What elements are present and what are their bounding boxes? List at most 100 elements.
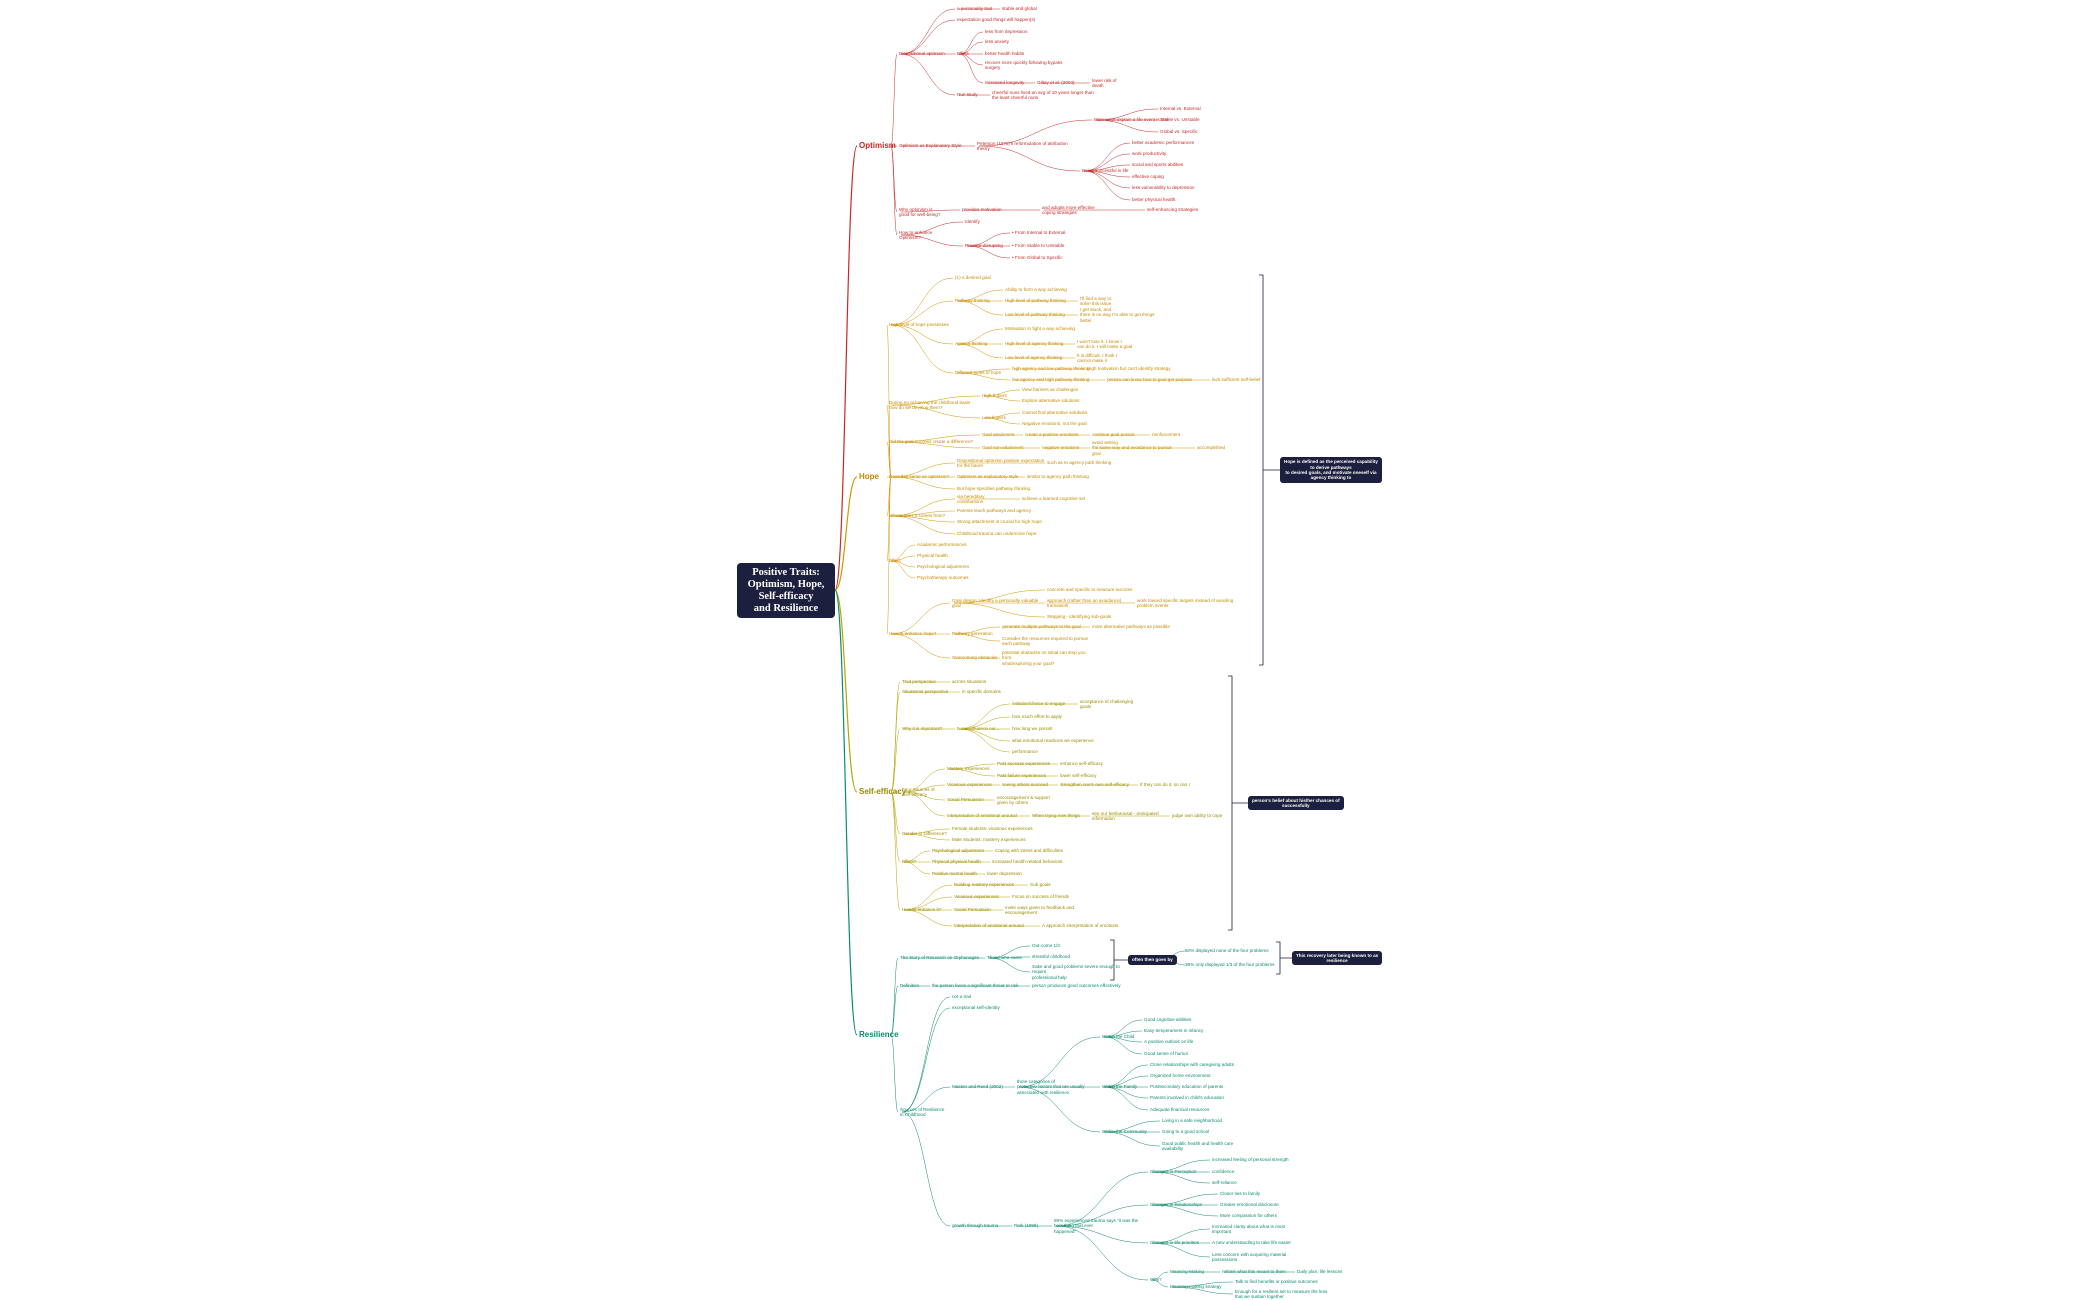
topic-node[interactable]: what emotional reactions we experience <box>1012 738 1094 744</box>
topic-node[interactable]: confidence <box>1212 1169 1235 1175</box>
topic-node[interactable]: When trying new things <box>1032 813 1080 819</box>
topic-node[interactable]: • From Stable to Unstable <box>1012 243 1065 249</box>
topic-node[interactable]: Those who came <box>987 955 1022 961</box>
topic-node[interactable]: • From Internal to External <box>1012 230 1066 236</box>
topic-node[interactable]: Practice disrupting <box>965 243 1003 249</box>
topic-node[interactable]: not a trait <box>952 994 972 1000</box>
topic-node[interactable]: approach (rather than an avoidance) fram… <box>1047 597 1122 608</box>
topic-node[interactable]: A new understanding to take life easier <box>1212 1240 1291 1246</box>
topic-node[interactable]: lower risk of death <box>1092 77 1117 88</box>
topic-node[interactable]: stable and global <box>1002 6 1037 12</box>
topic-node[interactable]: across situations <box>952 679 987 685</box>
topic-node[interactable]: Parents teach pathways and agency <box>957 508 1032 514</box>
topic-node[interactable]: (1) A desired goal <box>955 275 991 281</box>
topic-node[interactable]: rethink what this meant to them <box>1222 1269 1286 1275</box>
summary-note[interactable]: Hope is defined as the perceived capabil… <box>1280 457 1382 483</box>
topic-node[interactable]: recover more quickly following bypass su… <box>985 59 1063 70</box>
topic-node[interactable]: more alternative pathways as possible <box>1092 624 1170 630</box>
topic-node[interactable]: Low level of agency thinking <box>1005 355 1063 361</box>
topic-node[interactable]: Within the Community <box>1102 1129 1147 1135</box>
topic-node[interactable]: I'll find a way to solve this issue <box>1080 295 1112 306</box>
topic-node[interactable]: Interpretation of emotional arousal <box>947 813 1017 819</box>
topic-node[interactable]: Situational perspective <box>902 689 949 695</box>
topic-node[interactable]: Increased clarity about what is most imp… <box>1212 1223 1286 1234</box>
topic-node[interactable]: Where does it comes from? <box>889 513 946 519</box>
topic-node[interactable]: work productivity <box>1132 151 1167 157</box>
topic-node[interactable]: Park (1998) <box>1014 1223 1039 1229</box>
branch-opt[interactable]: Optimism <box>859 141 896 150</box>
topic-node[interactable]: But hope specifies pathway thinking <box>957 486 1031 492</box>
topic-node[interactable]: Stepping - identifying sub-goals <box>1047 614 1112 620</box>
topic-node[interactable]: Physical health <box>917 553 948 559</box>
topic-node[interactable]: less from depression <box>985 29 1028 35</box>
topic-node[interactable]: Changes in Perception <box>1150 1169 1197 1175</box>
topic-node[interactable]: I get stuck, and there is no way I'm abl… <box>1080 306 1155 323</box>
topic-node[interactable]: Changes in life priorities <box>1150 1240 1200 1246</box>
topic-node[interactable]: expectation good things will happen(s) <box>957 17 1036 23</box>
topic-node[interactable]: reinforcement <box>1152 432 1181 438</box>
topic-node[interactable]: Parents involved in child's education <box>1150 1095 1224 1101</box>
topic-node[interactable]: Definition <box>900 983 920 989</box>
topic-node[interactable]: cheerful nuns lived an avg of 10 years l… <box>992 89 1094 100</box>
topic-node[interactable]: Why optimism is good for well-being? <box>899 206 941 217</box>
topic-node[interactable]: The Story of Research on Orphanages <box>900 955 979 961</box>
topic-node[interactable]: lower depression <box>987 871 1022 877</box>
branch-hope[interactable]: Hope <box>859 472 879 481</box>
topic-node[interactable]: Past failure experiences <box>997 773 1047 779</box>
topic-node[interactable]: Motivation to fight a way achieving <box>1005 326 1075 332</box>
topic-node[interactable]: increased feeling of personal strength <box>1212 1157 1289 1163</box>
topic-node[interactable]: see our feel/arousal - anticipated infor… <box>1092 810 1159 821</box>
topic-node[interactable]: Closer ties to family <box>1220 1191 1261 1197</box>
topic-node[interactable]: increased health-related behaviors <box>992 859 1063 865</box>
topic-node[interactable]: provides motivation <box>962 207 1002 213</box>
topic-node[interactable]: initiation/choice to engage <box>1012 701 1066 707</box>
topic-node[interactable]: Psychotherapy outcomes <box>917 575 969 581</box>
topic-node[interactable]: Easy temperament in infancy <box>1144 1028 1204 1034</box>
topic-node[interactable]: Cannot find alternative solutions <box>1022 410 1088 416</box>
topic-node[interactable]: Optimism as Explanatory Style <box>899 143 962 149</box>
topic-node[interactable]: Meaning-Making <box>1170 1269 1204 1275</box>
topic-node[interactable]: Goal attainment <box>982 432 1015 438</box>
topic-node[interactable]: Different types of hope <box>955 370 1002 376</box>
topic-node[interactable]: such as to agency path thinking <box>1047 460 1112 466</box>
topic-node[interactable]: Good cognitive abilities <box>1144 1017 1192 1023</box>
topic-node[interactable]: I won't lose it. I know I can do it. I w… <box>1077 338 1133 349</box>
topic-node[interactable]: lower self-efficacy <box>1060 773 1097 779</box>
topic-node[interactable]: Within the Family <box>1102 1084 1138 1090</box>
topic-node[interactable]: seeing others succeed <box>1002 782 1048 788</box>
topic-node[interactable]: Living in a safe neighborhood <box>1162 1118 1223 1124</box>
topic-node[interactable]: low agency and high pathway thinking <box>1012 377 1090 383</box>
topic-node[interactable]: Why it is important? <box>902 726 943 732</box>
topic-node[interactable]: Building mastery experiences <box>954 882 1015 888</box>
topic-node[interactable]: Academic performances <box>917 542 967 548</box>
topic-node[interactable]: avoid setting the same way and avoidance… <box>1092 439 1172 456</box>
topic-node[interactable]: If they can do it, so can I <box>1140 782 1190 788</box>
topic-node[interactable]: Pathway generation <box>952 631 993 637</box>
topic-node[interactable]: Good sense of humor <box>1144 1051 1189 1057</box>
topic-node[interactable]: Psychological adjustment <box>917 564 969 570</box>
topic-node[interactable]: View barriers as challenges <box>1022 387 1079 393</box>
topic-node[interactable]: enhance self-efficacy <box>1060 761 1104 767</box>
topic-node[interactable]: lack sufficient self-belief <box>1212 377 1261 383</box>
topic-node[interactable]: Social Persuasion <box>947 797 984 803</box>
topic-node[interactable]: How to enhance it? <box>902 907 942 913</box>
topic-node[interactable]: Did the goal success create a difference… <box>889 439 974 445</box>
topic-node[interactable]: Invite ways given to feedback and encour… <box>1005 904 1074 915</box>
topic-node[interactable]: Vicarious experiences <box>947 782 992 788</box>
topic-node[interactable]: encouragement & support given by others <box>997 794 1050 805</box>
topic-node[interactable]: social and sports abilities <box>1132 162 1184 168</box>
topic-node[interactable]: the person faces a significant threat or… <box>932 983 1019 989</box>
topic-node[interactable]: Does this same as optimism? <box>889 474 949 480</box>
topic-node[interactable]: Strong attachment is crucial for high ho… <box>957 519 1042 525</box>
topic-node[interactable]: Trait perspective <box>902 679 936 685</box>
topic-node[interactable]: Positive mental health <box>932 871 977 877</box>
branch-res[interactable]: Resilience <box>859 1030 899 1039</box>
topic-node[interactable]: generate multiple pathways to the goal <box>1002 624 1081 630</box>
topic-node[interactable]: Sources of Resilience in Childhood <box>900 1106 945 1117</box>
topic-node[interactable]: Dispositional optimism <box>899 51 945 57</box>
topic-node[interactable]: Focus on success of friends <box>1012 894 1069 900</box>
topic-node[interactable]: Physical physical health <box>932 859 981 865</box>
topic-node[interactable]: High level of pathway thinking <box>1005 298 1066 304</box>
topic-node[interactable]: continue goal pursuit <box>1092 432 1135 438</box>
topic-node[interactable]: Identify <box>965 219 980 225</box>
